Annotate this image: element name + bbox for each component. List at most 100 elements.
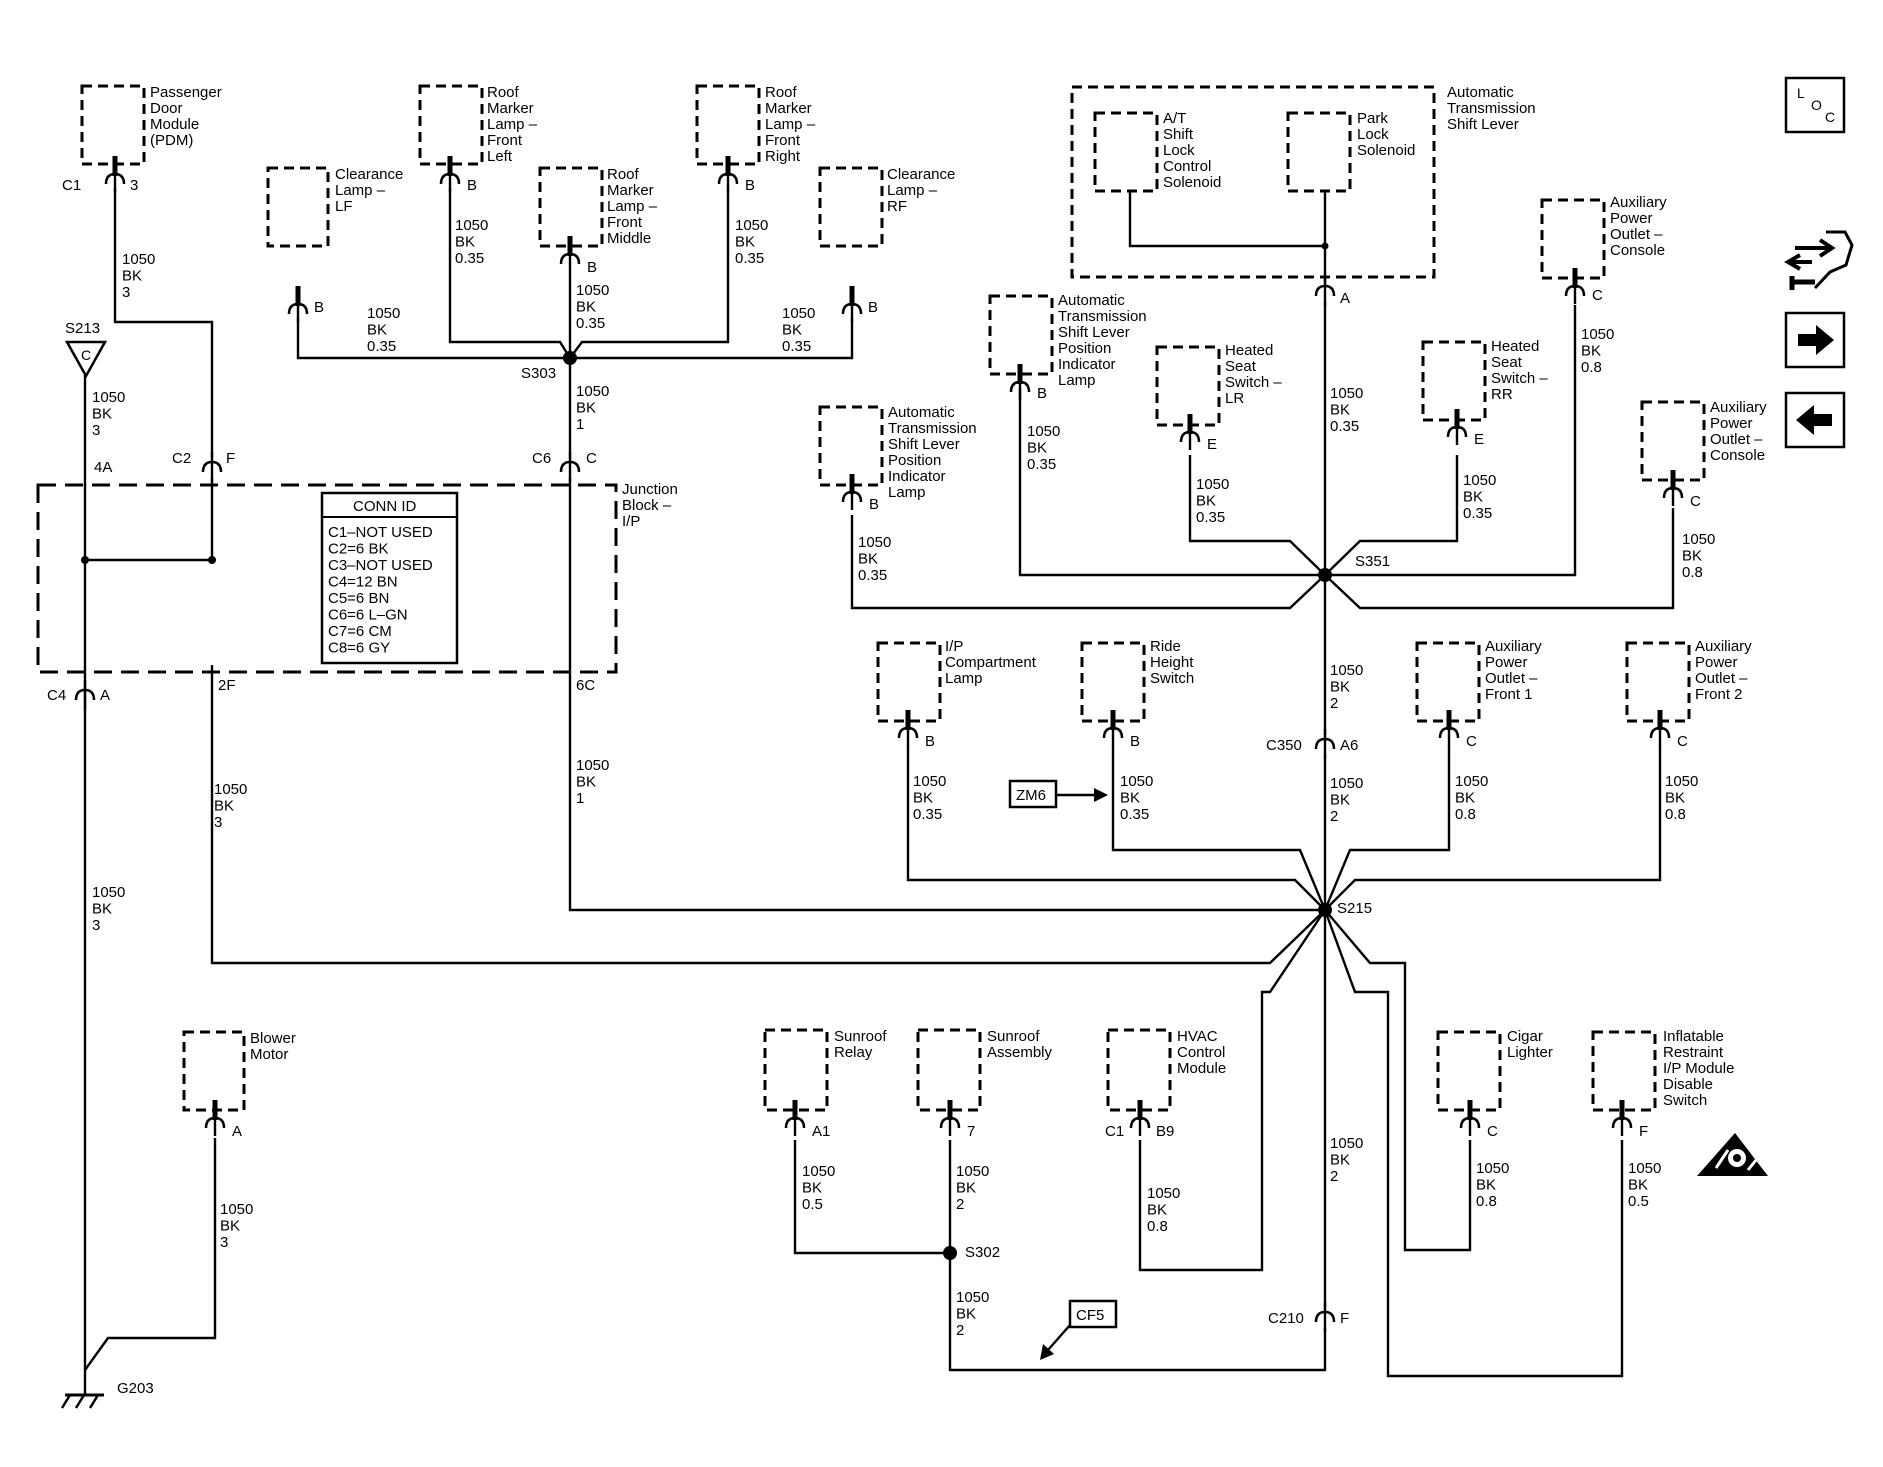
c350-connector: [1314, 729, 1336, 759]
conn-id-table: [320, 491, 459, 665]
wire-label-aux-f2-line-1: BK: [1665, 790, 1685, 807]
wire-label-roof-right-line-2: 0.35: [735, 250, 764, 267]
ride-name-line-1: Height: [1150, 654, 1194, 671]
cf5-ref-label[interactable]: CF5: [1076, 1307, 1104, 1324]
wire-label-ats-pos-1-line-0: 1050: [1027, 423, 1060, 440]
static-text: CONN ID C S213 S303 S351 S215 S302 G203 …: [65, 320, 1390, 1397]
wire-label-aux-console-1-line-1: BK: [1581, 343, 1601, 360]
pdm-name-line-3: (PDM): [150, 132, 193, 149]
aux-console2-name-line-1: Power: [1710, 415, 1753, 432]
aux-f1-box: [1415, 641, 1481, 723]
next-page-button[interactable]: [1784, 311, 1846, 369]
pdm-connector: [104, 156, 126, 192]
aux-f2-connector: [1649, 710, 1671, 746]
wire-label-roof-right-line-1: BK: [735, 234, 755, 251]
roof-right-box: [695, 84, 761, 166]
hvac-name-line-2: Module: [1177, 1060, 1226, 1077]
sunroof-relay-name-line-0: Sunroof: [834, 1028, 887, 1045]
blower-box: [182, 1030, 246, 1112]
clear-rf-name-line-1: Lamp –: [887, 182, 938, 199]
wire-label-ip-comp-line-2: 0.35: [913, 806, 942, 823]
airbag-name-line-2: I/P Module: [1663, 1060, 1734, 1077]
wire-label-heated-rr-line-2: 0.35: [1463, 505, 1492, 522]
wire-label-aux-f1-line-0: 1050: [1455, 773, 1488, 790]
clear-rf-pin: B: [868, 299, 878, 316]
cf5-ref-box[interactable]: [1068, 1299, 1118, 1329]
aux-f2-name-line-2: Outlet –: [1695, 670, 1748, 687]
wire-label-sunroof-assy-line-0: 1050: [956, 1163, 989, 1180]
wire-label-roof-left-line-2: 0.35: [455, 250, 484, 267]
wire-label-sunroof-assy-line-2: 2: [956, 1196, 964, 1213]
junction-block-box: [36, 483, 618, 674]
wire-label-s351-down-line-2: 2: [1330, 695, 1338, 712]
conn-id-row-3: C4=12 BN: [328, 574, 398, 591]
ats-pos2-connector: [841, 474, 863, 510]
ats-pos1-pin: B: [1037, 385, 1047, 402]
wire-label-ip-comp-line-1: BK: [913, 790, 933, 807]
park-lock-name-line-0: Park: [1357, 110, 1388, 127]
wire-label-s215-down-line-2: 2: [1330, 1168, 1338, 1185]
wire-label-clear-rf-line-0: 1050: [782, 305, 815, 322]
airbag-pin: F: [1639, 1123, 1648, 1140]
zm6-ref-box[interactable]: [1008, 779, 1058, 809]
ats-lever-name-line-1: Transmission: [1447, 100, 1536, 117]
junction-dot-1: [81, 556, 89, 564]
wire-s215-hvac: [1138, 909, 1326, 1272]
heated-rr-name-line-1: Seat: [1491, 354, 1523, 371]
wire-6c-s215: [568, 665, 1325, 912]
aux-console1-name-line-3: Console: [1610, 242, 1665, 259]
heated-lr-box: [1155, 345, 1221, 427]
hvac-box: [1106, 1028, 1172, 1112]
sunroof-assy-box: [916, 1028, 982, 1112]
airbag-box: [1591, 1030, 1657, 1112]
wire-label-s213-down-line-1: BK: [92, 406, 112, 423]
ats-pos1-connector: [1009, 364, 1031, 400]
aux-f2-name-line-0: Auxiliary: [1695, 638, 1752, 655]
cigar-pin: C: [1487, 1123, 1498, 1140]
ats-pos2-name-line-0: Automatic: [888, 404, 955, 421]
roof-middle-connector: [559, 236, 581, 272]
aux-console1-name-line-2: Outlet –: [1610, 226, 1663, 243]
aux-console1-name-line-0: Auxiliary: [1610, 194, 1667, 211]
ats-pos1-box: [988, 294, 1054, 376]
conn-id-row-5: C6=6 L–GN: [328, 607, 408, 624]
wire-label-s213-down-line-2: 3: [92, 422, 100, 439]
loc-icon[interactable]: [1784, 76, 1846, 134]
heated-rr-name-line-3: RR: [1491, 386, 1513, 403]
aux-f2-name-line-1: Power: [1695, 654, 1738, 671]
wire-label-s302-down-line-2: 2: [956, 1322, 964, 1339]
aux-f1-name-line-0: Auxiliary: [1485, 638, 1542, 655]
ats-lever-name-line-0: Automatic: [1447, 84, 1514, 101]
wire-heated-lr-s351: [1188, 455, 1326, 576]
zm6-ref-label[interactable]: ZM6: [1016, 787, 1046, 804]
wire-label-blower-line-1: BK: [220, 1218, 240, 1235]
clear-lf-name-line-2: LF: [335, 198, 353, 215]
loc-button[interactable]: L O C: [1784, 76, 1846, 134]
splice-s213-label: S213: [65, 320, 100, 337]
pdm-name-line-2: Module: [150, 116, 199, 133]
wire-ats-pos1-s351: [1018, 388, 1325, 577]
aux-f1-name-line-3: Front 1: [1485, 686, 1533, 703]
previous-page-button[interactable]: [1784, 391, 1846, 449]
clear-lf-name-line-0: Clearance: [335, 166, 403, 183]
wire-label-ats-lever-line-0: 1050: [1330, 385, 1363, 402]
cigar-box: [1436, 1030, 1502, 1112]
wire-clear-rf: [570, 318, 854, 360]
ats-lever-connector-a: [1314, 276, 1336, 306]
roof-left-name-line-0: Roof: [487, 84, 520, 101]
wire-label-roof-middle-line-1: BK: [576, 299, 596, 316]
wire-heated-rr-s351: [1324, 455, 1459, 576]
wrench-tool-icon[interactable]: [1784, 230, 1854, 290]
sunroof-relay-box: [763, 1028, 829, 1112]
wire-label-s303-down-line-1: BK: [576, 400, 596, 417]
junction-block-name-line-0: Junction: [622, 481, 678, 498]
junction-block-name-line-1: Block –: [622, 497, 672, 514]
cigar-name-line-1: Lighter: [1507, 1044, 1553, 1061]
wire-aux-console2-s351: [1324, 508, 1675, 610]
conn-id-title: CONN ID: [353, 498, 417, 515]
wire-label-s213-down-line-0: 1050: [92, 389, 125, 406]
airbag-name-line-3: Disable: [1663, 1076, 1713, 1093]
aux-f1-name-line-2: Outlet –: [1485, 670, 1538, 687]
splice-s213-letter: C: [81, 347, 91, 363]
wire-label-ats-pos-1-line-2: 0.35: [1027, 456, 1056, 473]
